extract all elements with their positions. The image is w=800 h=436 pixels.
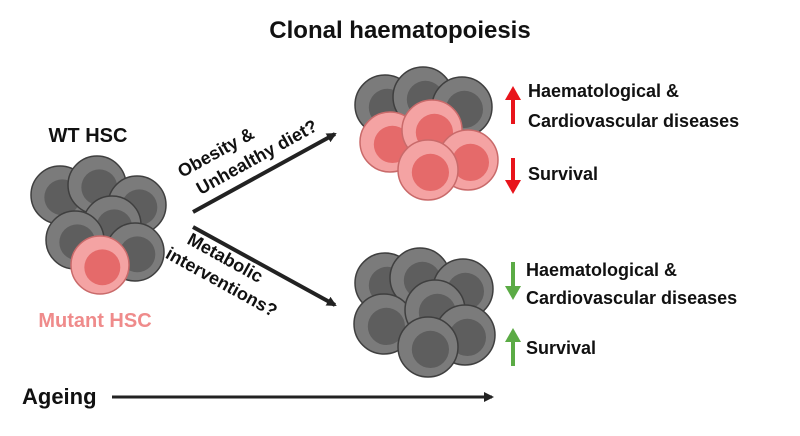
- mutant-hsc-label: Mutant HSC: [38, 310, 151, 332]
- upper-outcome1-line2: Cardiovascular diseases: [528, 111, 739, 131]
- upper-outcome2: Survival: [528, 164, 598, 184]
- wt-cell: [398, 317, 458, 377]
- wt-restored-cluster: [354, 248, 495, 377]
- ageing-label: Ageing: [22, 384, 97, 409]
- wt-hsc-cluster: [31, 156, 166, 294]
- upper-path-label: Obesity & Unhealthy diet?: [174, 95, 320, 203]
- lower-outcome2-arrow-up-icon: [505, 328, 521, 366]
- lower-outcome1-line2: Cardiovascular diseases: [526, 288, 737, 308]
- lower-outcome1-line1: Haematological &: [526, 260, 677, 280]
- wt-hsc-label: WT HSC: [49, 125, 128, 147]
- mutant-cell: [398, 140, 458, 200]
- upper-outcome1-arrow-up-icon: [505, 86, 521, 124]
- upper-outcome1-line1: Haematological &: [528, 81, 679, 101]
- lower-outcome1-arrow-down-icon: [505, 262, 521, 300]
- mutant-expanded-cluster: [355, 67, 498, 200]
- lower-outcome2: Survival: [526, 338, 596, 358]
- mutant-cell: [71, 236, 129, 294]
- upper-outcome2-arrow-down-icon: [505, 158, 521, 194]
- diagram-title: Clonal haematopoiesis: [269, 17, 530, 44]
